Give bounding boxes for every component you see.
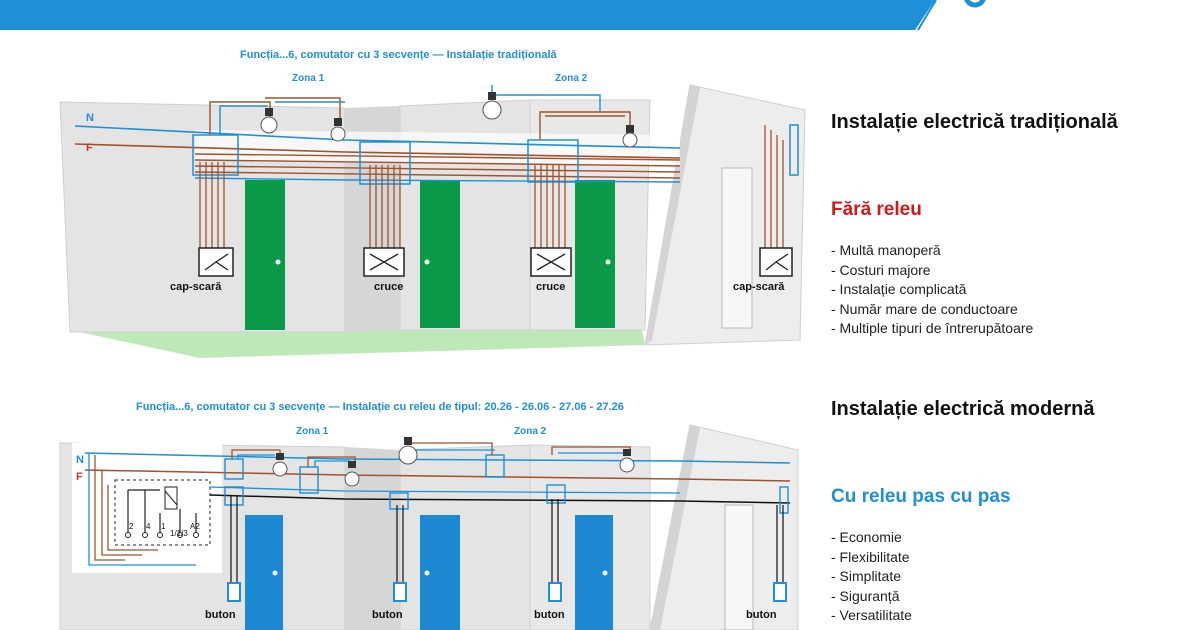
lamp-icon — [260, 108, 278, 134]
button-label-4: buton — [746, 609, 777, 621]
traditional-diagram-title: Funcția...6, comutator cu 3 secvențe — I… — [240, 49, 558, 61]
header-banner — [0, 0, 986, 31]
switch-label-2: cruce — [374, 281, 403, 293]
door-4 — [721, 167, 753, 329]
list-item: - Siguranță — [831, 587, 900, 604]
cross-switch-icon — [363, 247, 405, 277]
terminal-4: 4 — [146, 522, 151, 531]
button-label-1: buton — [205, 609, 236, 621]
lamp-icon — [272, 453, 288, 477]
terminal-a2: A2 — [190, 522, 200, 531]
relay-panel — [72, 443, 222, 573]
relay-diagram-title: Funcția...6, comutator cu 3 secvențe — I… — [136, 401, 624, 413]
door-4 — [724, 504, 754, 630]
terminal-1: 1 — [161, 522, 166, 531]
traditional-drawbacks-list: - Multă manoperă - Costuri majore - Inst… — [831, 241, 1033, 339]
list-item: - Flexibilitate — [831, 548, 910, 565]
zone-1-label: Zona 1 — [296, 426, 329, 437]
list-item: - Număr mare de conductoare — [831, 300, 1018, 317]
cross-switch-icon — [530, 247, 572, 277]
lamp-icon — [622, 125, 638, 148]
list-item: - Costuri majore — [831, 261, 931, 278]
door-1 — [245, 180, 285, 330]
traditional-subtitle: Fără releu — [831, 199, 922, 220]
zone-2-label: Zona 2 — [555, 73, 588, 84]
lamp-icon — [330, 118, 346, 142]
modern-benefits-list: - Economie - Flexibilitate - Simplitate … — [831, 528, 912, 626]
door-3 — [575, 180, 615, 328]
list-item: - Economie — [831, 529, 902, 545]
lamp-icon — [619, 449, 635, 473]
lamp-icon — [398, 437, 418, 465]
relay-wiring-diagram: Funcția...6, comutator cu 3 secvențe — I… — [59, 401, 799, 630]
logo-mark — [964, 0, 986, 8]
list-item: - Instalație complicată — [831, 281, 967, 297]
button-label-2: buton — [372, 609, 403, 621]
list-item: - Versatilitate — [831, 607, 912, 623]
terminal-2: 2 — [129, 522, 134, 531]
switch-label-4: cap-scară — [733, 281, 785, 293]
phase-label: F — [86, 142, 93, 154]
staircase-switch-icon — [759, 247, 793, 277]
modern-heading: Instalație electrică modernă — [831, 398, 1095, 420]
lamp-icon — [344, 461, 360, 487]
traditional-heading: Instalație electrică tradițională — [831, 111, 1118, 133]
button-label-3: buton — [534, 609, 565, 621]
zone-2-label: Zona 2 — [514, 426, 547, 437]
phase-label: F — [76, 471, 83, 483]
lamp-icon — [482, 92, 502, 120]
wall-corner — [345, 447, 400, 630]
switch-label-3: cruce — [536, 281, 565, 293]
door-2 — [420, 180, 460, 328]
switch-label-1: cap-scară — [170, 281, 222, 293]
neutral-label: N — [86, 112, 94, 124]
push-button-icon — [393, 582, 407, 602]
list-item: - Simplitate — [831, 568, 902, 584]
push-button-icon — [773, 582, 787, 602]
modern-subtitle: Cu releu pas cu pas — [831, 486, 1011, 507]
traditional-wiring-diagram: Funcția...6, comutator cu 3 secvențe — I… — [59, 49, 806, 358]
list-item: - Multă manoperă — [831, 242, 941, 258]
list-item: - Multiple tipuri de întrerupătoare — [831, 320, 1034, 336]
terminal-1-1-3: 1/1/3 — [170, 529, 188, 538]
relay-icon — [114, 479, 211, 546]
staircase-switch-icon — [198, 247, 234, 277]
neutral-label: N — [76, 454, 84, 466]
push-button-icon — [227, 582, 241, 602]
push-button-icon — [548, 582, 562, 602]
zone-1-label: Zona 1 — [292, 73, 325, 84]
wall-middle — [399, 444, 531, 630]
